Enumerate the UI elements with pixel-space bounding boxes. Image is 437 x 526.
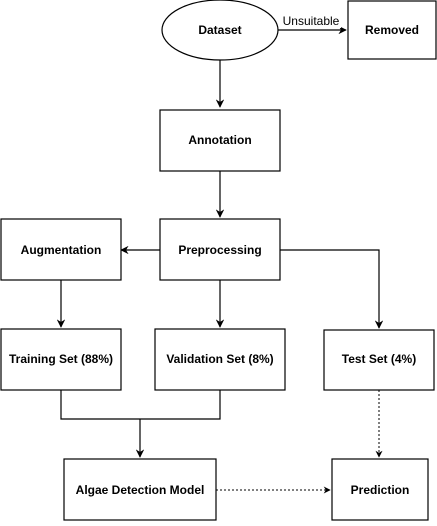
node-training-shape: [0, 328, 122, 391]
node-annotation-label: Annotation: [188, 133, 251, 147]
node-dataset-shape: [161, 0, 279, 61]
node-removed-shape: [347, 0, 437, 60]
edge-training-merge: [60, 390, 221, 420]
node-prediction-shape: [331, 458, 429, 521]
edge-preprocessing-test: [280, 249, 384, 329]
node-removed-label: Removed: [365, 23, 419, 37]
node-test-label: Test Set (4%): [342, 352, 416, 366]
node-preprocessing-label: Preprocessing: [178, 243, 261, 257]
node-model-shape: [63, 458, 217, 521]
node-prediction-label: Prediction: [351, 483, 410, 497]
node-annotation-shape: [159, 109, 281, 172]
node-preprocessing-shape: [159, 218, 281, 281]
node-test-shape: [323, 329, 435, 391]
node-model-label: Algae Detection Model: [76, 483, 205, 497]
node-validation-label: Validation Set (8%): [166, 352, 273, 366]
node-training-label: Training Set (88%): [9, 352, 113, 366]
node-dataset-label: Dataset: [198, 23, 241, 37]
node-augmentation-shape: [0, 218, 122, 281]
node-validation-shape: [154, 328, 286, 391]
edge-label-unsuitable: Unsuitable: [283, 14, 340, 28]
node-augmentation-label: Augmentation: [21, 243, 102, 257]
edge-label-bg: [281, 14, 341, 28]
